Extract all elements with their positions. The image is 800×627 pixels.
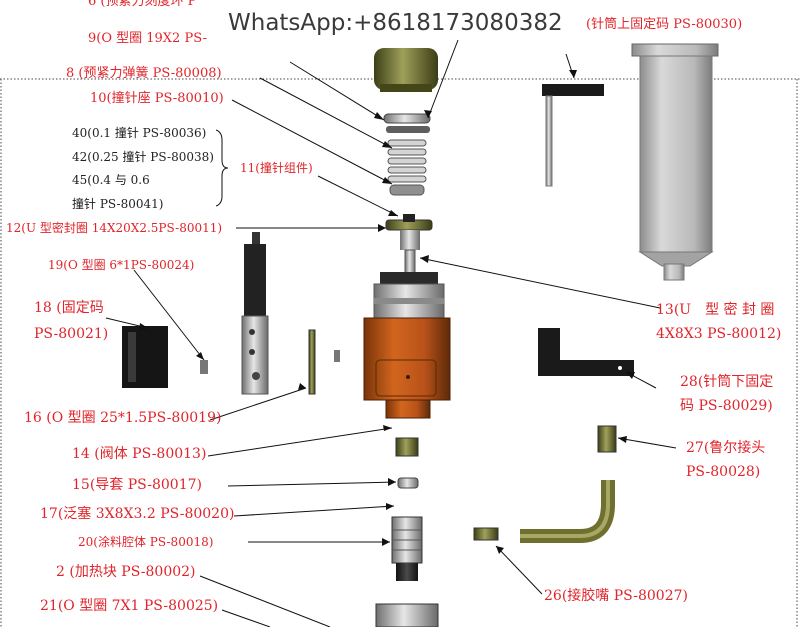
paint-chamber-part — [391, 516, 423, 581]
label-needle-45-line1: 45(0.4 与 0.6 — [72, 173, 150, 187]
label-o-ring-16: 16 (O 型圈 25*1.5PS-80019) — [24, 410, 222, 426]
elbow-tube-part — [520, 480, 615, 543]
label-spring-seal-17: 17(泛塞 3X8X3.2 PS-80020) — [40, 506, 235, 522]
label-upper-syringe-fixing: (针筒上固定码 PS-80030) — [586, 17, 743, 32]
label-lower-syringe-fixing-line2: 码 PS-80029) — [680, 398, 773, 414]
label-u-seal-13-line2: 4X8X3 PS-80012) — [656, 326, 782, 342]
label-fixing-block-line1: 18 (固定码 — [34, 300, 104, 316]
label-o-ring-21: 21(O 型圈 7X1 PS-80025) — [40, 598, 219, 614]
o-ring-16-part — [308, 329, 316, 395]
preload-scale-ring-part — [374, 48, 438, 92]
label-fixing-block-line2: PS-80021) — [34, 326, 109, 342]
label-u-seal-13-line1: 13(U 型 密 封 圈 — [656, 302, 775, 318]
leader-lines — [105, 39, 677, 627]
guide-sleeve-part — [395, 437, 419, 489]
o-ring-9-part — [383, 113, 431, 133]
label-needle-42: 42(0.25 撞针 PS-80038) — [72, 150, 214, 164]
label-needle-40: 40(0.1 撞针 PS-80036) — [72, 126, 207, 140]
label-heating-block: 2 (加热块 PS-80002) — [56, 564, 196, 580]
label-o-ring-19: 19(O 型圈 6*1PS-80024) — [48, 258, 195, 272]
label-valve-body: 14 (阀体 PS-80013) — [72, 446, 207, 462]
label-needle-45-line2: 撞针 PS-80041) — [72, 197, 164, 211]
nozzle-part — [473, 527, 499, 541]
o-ring-19-part — [200, 360, 208, 374]
label-paint-chamber: 20(涂料腔体 PS-80018) — [78, 535, 214, 549]
valve-body-part — [363, 272, 451, 419]
luer-joint-part — [597, 425, 617, 453]
label-o-ring-9: 9(O 型圈 19X2 PS- — [88, 31, 207, 46]
syringe-part — [631, 43, 719, 281]
fixing-bracket-part — [241, 232, 269, 395]
elbow-tube-highlight — [520, 480, 610, 538]
heating-block-part — [375, 603, 439, 627]
label-lower-syringe-fixing-line1: 28(针筒下固定 — [680, 374, 774, 390]
upper-syringe-fixing-part — [542, 84, 604, 187]
lower-syringe-fixing-part — [538, 328, 634, 376]
label-nozzle: 26(接胶嘴 PS-80027) — [544, 588, 688, 604]
small-ring-part — [334, 350, 340, 362]
label-guide-sleeve: 15(导套 PS-80017) — [72, 477, 202, 493]
label-u-seal-12: 12(U 型密封圈 14X20X2.5PS-80011) — [6, 221, 223, 235]
label-preload-scale-ring: 6 (预紧力刻度环 P — [88, 0, 197, 9]
label-needle-assembly: 11(撞针组件) — [240, 161, 313, 175]
fixing-block-18-part — [122, 326, 168, 388]
preload-spring-part — [387, 139, 427, 196]
label-luer-joint-line1: 27(鲁尔接头 — [686, 440, 766, 456]
label-luer-joint-line2: PS-80028) — [686, 464, 761, 480]
needle-assembly-part — [385, 214, 433, 281]
label-preload-spring: 8 (预紧力弹簧 PS-80008) — [66, 66, 222, 81]
label-needle-seat: 10(撞针座 PS-80010) — [90, 91, 224, 106]
whatsapp-watermark: WhatsApp:+8618173080382 — [228, 10, 563, 36]
leader-arrowheads — [139, 70, 635, 554]
